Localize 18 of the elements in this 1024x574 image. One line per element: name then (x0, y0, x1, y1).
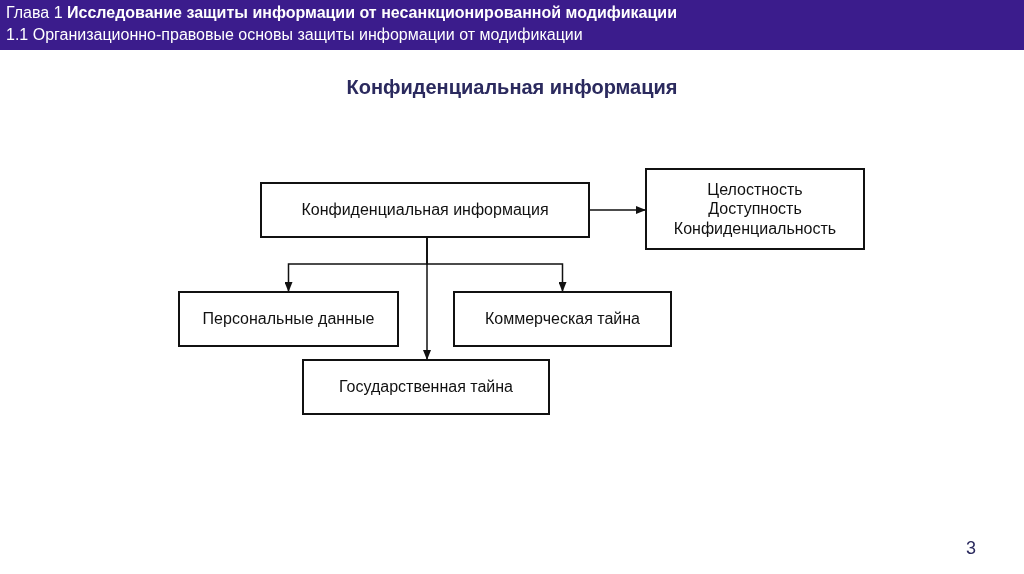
box-text: Целостность (707, 180, 803, 200)
box-text: Коммерческая тайна (485, 309, 640, 329)
box-text: Доступность (708, 199, 802, 219)
diagram-title: Конфиденциальная информация (346, 76, 678, 99)
box-text: Государственная тайна (338, 377, 513, 397)
box-text: Конфиденциальность (673, 218, 837, 238)
arrow (423, 237, 431, 360)
header-text: 1.1 Организационно-правовые основы защиты информации от модификации (6, 26, 583, 44)
header-text: Глава 1 Исследование защиты информации от несанкционированной модификации (6, 4, 677, 22)
process-box (260, 182, 590, 238)
arrow (589, 206, 646, 214)
page-number: 3 (966, 538, 976, 559)
process-box (645, 168, 865, 250)
box-text: Конфиденциальная информация (301, 200, 549, 220)
process-box (453, 291, 672, 347)
process-box (302, 359, 550, 415)
process-box (178, 291, 399, 347)
box-text: Персональные данные (202, 309, 375, 329)
